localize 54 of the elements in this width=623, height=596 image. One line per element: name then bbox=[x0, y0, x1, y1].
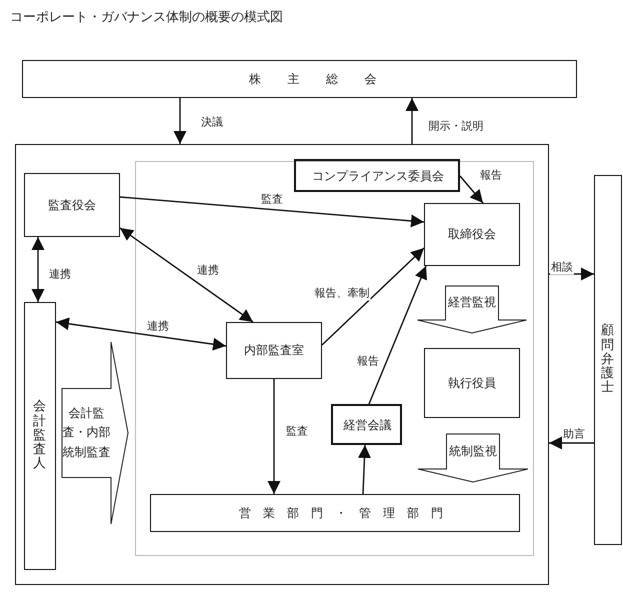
vertical-label: 会計監査人 bbox=[33, 398, 46, 474]
edge-label: 決議 bbox=[200, 114, 224, 130]
edge-label: 助言 bbox=[562, 426, 586, 442]
block-arrow bbox=[62, 342, 128, 524]
edge-label: 連携 bbox=[48, 266, 72, 282]
edge-label: 報告、牽制 bbox=[314, 286, 370, 300]
edge-label: 報告 bbox=[479, 168, 503, 182]
process-box bbox=[424, 203, 520, 266]
arrow bbox=[358, 444, 371, 494]
node-label: 経営会議 bbox=[342, 417, 392, 434]
process-box bbox=[331, 404, 402, 445]
block-arrow bbox=[418, 434, 528, 483]
edge-label: 統制監視 bbox=[448, 442, 498, 460]
node-label: 営業部門・管理部門 bbox=[238, 504, 456, 522]
arrow bbox=[56, 317, 226, 351]
company-frame bbox=[15, 144, 549, 585]
block-arrow bbox=[417, 286, 527, 334]
edge-label: 開示・説明 bbox=[428, 118, 484, 134]
edge-label: 監査 bbox=[285, 424, 309, 438]
arrow bbox=[120, 227, 254, 323]
vertical-label: 顧問弁護士 bbox=[601, 322, 614, 398]
process-box bbox=[22, 60, 577, 98]
node-label: コンプライアンス委員会 bbox=[311, 168, 445, 186]
edge-label: 経営監視 bbox=[447, 294, 497, 312]
process-box bbox=[294, 159, 460, 192]
internal-control-frame bbox=[135, 161, 534, 556]
advisor-box bbox=[594, 175, 622, 545]
arrow bbox=[368, 266, 428, 404]
arrow bbox=[174, 98, 186, 144]
edge-label: 報告 bbox=[356, 354, 380, 368]
edge-label: 相談 bbox=[550, 260, 574, 274]
arrow bbox=[268, 379, 280, 494]
arrow bbox=[120, 196, 424, 228]
edge-label: 連携 bbox=[196, 262, 220, 278]
arrow bbox=[549, 268, 594, 280]
edge-label: 会計監査・内部統制監査 bbox=[62, 405, 111, 461]
process-box bbox=[226, 322, 322, 379]
node-label: 株主総会 bbox=[248, 70, 404, 88]
node-label: 取締役会 bbox=[447, 226, 497, 244]
auditor-box bbox=[24, 302, 56, 570]
process-box bbox=[24, 173, 120, 237]
arrow bbox=[32, 237, 44, 302]
process-box bbox=[150, 494, 520, 532]
arrow bbox=[322, 248, 424, 346]
node-label: 執行役員 bbox=[447, 374, 497, 392]
diagram-title: コーポレート・ガバナンス体制の概要の模式図 bbox=[10, 9, 283, 26]
node-label: 内部監査室 bbox=[243, 342, 305, 360]
arrow bbox=[459, 176, 484, 204]
arrow bbox=[406, 98, 418, 144]
edge-label: 監査 bbox=[260, 192, 284, 206]
process-box bbox=[424, 348, 520, 418]
arrow bbox=[549, 436, 594, 450]
node-label: 監査役会 bbox=[47, 196, 97, 214]
edge-label: 連携 bbox=[146, 318, 170, 334]
